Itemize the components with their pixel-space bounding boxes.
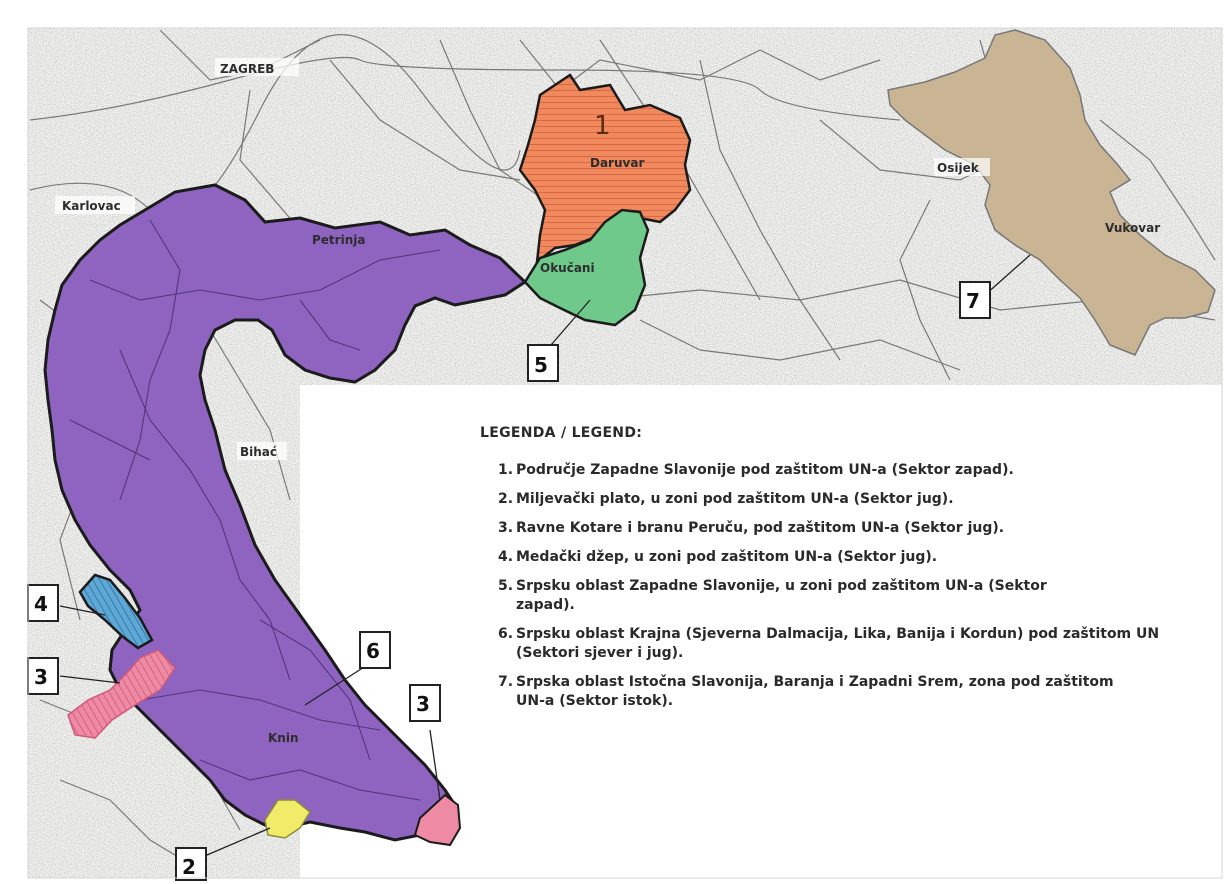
legend-item-number: 1. <box>498 462 514 478</box>
legend-item: 4.Medački džep, u zoni pod zaštitom UN-a… <box>498 548 1220 567</box>
legend-item-number: 2. <box>498 491 514 507</box>
marker-3-west: 3 <box>34 665 48 689</box>
label-bihac: Bihać <box>240 445 277 459</box>
marker-4: 4 <box>34 592 48 616</box>
marker-7: 7 <box>966 289 980 313</box>
region-peruca <box>413 793 462 847</box>
label-karlovac: Karlovac <box>62 199 121 213</box>
legend-item-text: Srpska oblast Istočna Slavonija, Baranja… <box>516 674 1114 709</box>
legend-item-number: 3. <box>498 520 514 536</box>
legend-item-text: Srpsku oblast Zapadne Slavonije, u zoni … <box>516 578 1047 613</box>
marker-1: 1 <box>594 111 611 141</box>
label-osijek: Osijek <box>937 161 980 175</box>
legend-title: LEGENDA / LEGEND: <box>480 425 643 441</box>
legend-item: 5.Srpsku oblast Zapadne Slavonije, u zon… <box>498 577 1098 615</box>
number-markers: 1 5 7 6 4 3 3 2 <box>27 111 991 881</box>
legend-item-text: Miljevački plato, u zoni pod zaštitom UN… <box>516 491 954 507</box>
label-knin: Knin <box>268 731 299 745</box>
marker-2: 2 <box>182 855 196 879</box>
label-daruvar: Daruvar <box>590 156 644 170</box>
label-vukovar: Vukovar <box>1105 221 1160 235</box>
city-labels: ZAGREB Karlovac Petrinja Daruvar Okučani… <box>55 58 1160 745</box>
legend-item: 3.Ravne Kotare i branu Peruču, pod zašti… <box>498 519 1220 538</box>
legend-item-number: 4. <box>498 549 514 565</box>
marker-5: 5 <box>534 353 548 377</box>
legend-item-number: 7. <box>498 674 514 690</box>
label-okucani: Okučani <box>540 261 595 275</box>
legend-item-number: 6. <box>498 626 514 642</box>
label-zagreb: ZAGREB <box>220 62 274 76</box>
legend-item-text: Ravne Kotare i branu Peruču, pod zaštito… <box>516 520 1005 536</box>
legend-item-text: Srpsku oblast Krajna (Sjeverna Dalmacija… <box>516 626 1160 661</box>
legend-list: 1.Područje Zapadne Slavonije pod zaštito… <box>480 461 1220 711</box>
legend-item-text: Područje Zapadne Slavonije pod zaštitom … <box>516 462 1014 478</box>
legend-item-text: Medački džep, u zoni pod zaštitom UN-a (… <box>516 549 938 565</box>
marker-6: 6 <box>366 639 380 663</box>
region-serb-western-slavonia <box>523 208 650 327</box>
legend-item: 6.Srpsku oblast Krajna (Sjeverna Dalmaci… <box>498 625 1220 663</box>
region-miljevci <box>264 799 311 839</box>
legend: LEGENDA / LEGEND: 1.Područje Zapadne Sla… <box>480 425 1220 721</box>
label-petrinja: Petrinja <box>312 233 365 247</box>
krajina-roads <box>69 219 441 801</box>
marker-3-east: 3 <box>416 692 430 716</box>
region-ravni-kotari <box>67 649 176 739</box>
legend-item-number: 5. <box>498 578 514 594</box>
legend-item: 2.Miljevački plato, u zoni pod zaštitom … <box>498 490 1220 509</box>
legend-item: 1.Područje Zapadne Slavonije pod zaštito… <box>498 461 1220 480</box>
region-medak-pocket <box>78 573 154 650</box>
legend-item: 7.Srpska oblast Istočna Slavonija, Baran… <box>498 673 1138 711</box>
region-eastern-slavonia <box>887 29 1216 356</box>
